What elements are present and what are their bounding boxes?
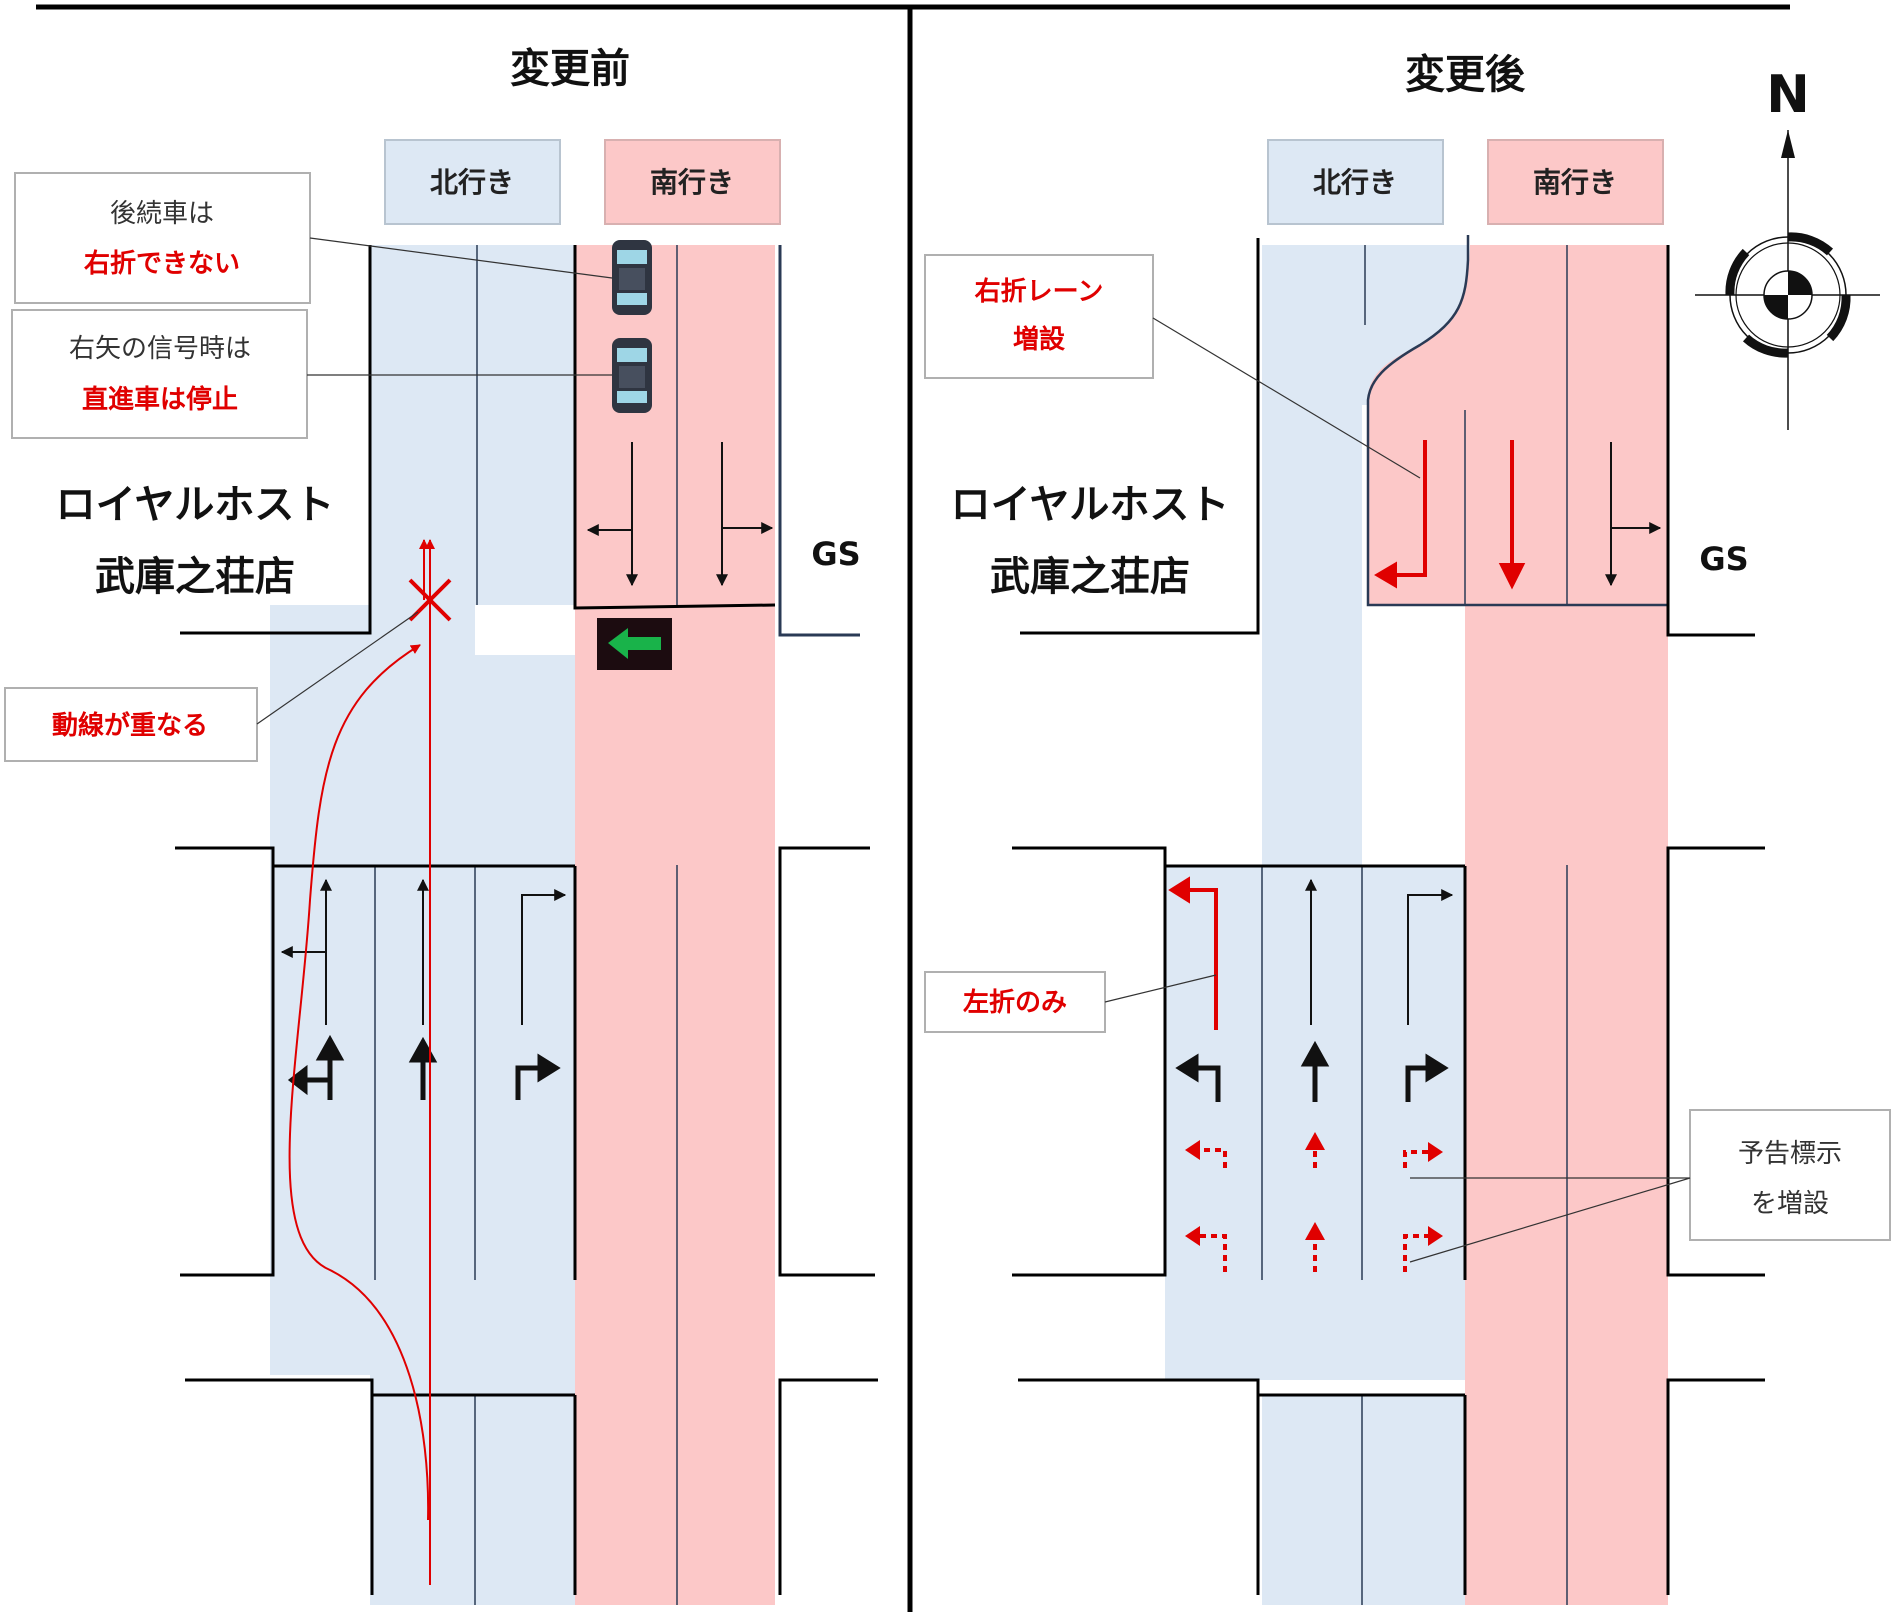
callout-straight-stop (11, 309, 308, 439)
straight-marking-icon (408, 1036, 438, 1100)
before-store-name-line1: ロイヤルホスト (56, 482, 335, 528)
car-icon (612, 240, 652, 315)
callout-text: 予告標示 (1738, 1139, 1842, 1169)
before-southbound-box (604, 139, 781, 225)
right-turn-marking-icon (515, 1053, 561, 1100)
after-store-name-line1: ロイヤルホスト (951, 482, 1230, 528)
straight-marking-icon (1300, 1040, 1330, 1102)
advance-right-marking-icon (1403, 1150, 1430, 1272)
sb-right-turn-lane-arrow (1374, 440, 1427, 589)
sb-straight-lane-arrow (1498, 440, 1526, 590)
after-gs-label: GS (1699, 540, 1748, 578)
compass-north-label: N (1766, 65, 1810, 125)
sb-lanes (575, 245, 775, 1605)
nb-lanes-main (1165, 865, 1465, 1380)
sb-straight-left-arrow (586, 442, 638, 587)
callout-text-red: 左折のみ (963, 988, 1067, 1018)
callout-text-red: 右折できない (84, 249, 240, 279)
before-store-name-line2: 武庫之荘店 (95, 554, 295, 600)
car-icon (612, 338, 652, 413)
sb-lanes-upper (1367, 245, 1668, 605)
callout-text: を増設 (1751, 1189, 1829, 1219)
callout-no-right-turn (14, 172, 311, 304)
after-title: 変更後 (1405, 52, 1526, 98)
callout-left-only (924, 971, 1106, 1033)
sb-straight-right-arrow (716, 442, 774, 587)
after-northbound-box (1267, 139, 1444, 225)
nb-right-turn-arrow (1407, 889, 1454, 1025)
before-southbound-label: 南行き (650, 166, 734, 199)
north-compass-icon: N (1695, 65, 1880, 430)
before-northbound-label: 北行き (430, 166, 514, 199)
callout-text-red: 右折レーン (975, 277, 1104, 307)
after-panel: 変更後 北行き 南行き (924, 52, 1891, 1605)
callout-text: 右矢の信号時は (69, 334, 251, 364)
after-northbound-label: 北行き (1313, 166, 1397, 199)
before-northbound-box (384, 139, 561, 225)
sb-straight-left-arrow (1605, 442, 1662, 587)
crosswalk-gap (475, 605, 575, 655)
nb-lanes-left (270, 605, 475, 1375)
callout-text-red: 直進車は停止 (82, 384, 238, 415)
before-gs-label: GS (811, 535, 860, 573)
advance-left-marking-icon (1198, 1148, 1227, 1272)
callout-text-red: 増設 (1013, 324, 1066, 355)
callout-paths-overlap (4, 687, 258, 762)
callout-text: 後続車は (110, 199, 214, 229)
nb-left-only-arrow (1168, 876, 1218, 1030)
nb-lanes-lower (370, 1375, 575, 1605)
after-southbound-box (1487, 139, 1664, 225)
nb-straight-left-arrow (280, 878, 332, 1025)
weaving-path (288, 644, 430, 1521)
after-store-name-line2: 武庫之荘店 (990, 554, 1190, 600)
nb-right-turn-arrow (521, 889, 567, 1025)
before-panel: 変更前 北行き 南行き (4, 46, 878, 1605)
callout-advance-markings (1689, 1109, 1891, 1241)
left-turn-marking-icon (1175, 1053, 1221, 1102)
callout-right-turn-lane-added (924, 254, 1154, 379)
left-arrow-icon (608, 628, 661, 659)
straight-left-marking-icon (287, 1034, 345, 1100)
before-title: 変更前 (510, 46, 630, 92)
nb-lanes-upper (370, 245, 575, 605)
nb-lanes-lower (1262, 1395, 1467, 1605)
right-turn-marking-icon (1405, 1053, 1449, 1102)
callout-text-red: 動線が重なる (52, 710, 208, 741)
after-southbound-label: 南行き (1533, 166, 1617, 199)
